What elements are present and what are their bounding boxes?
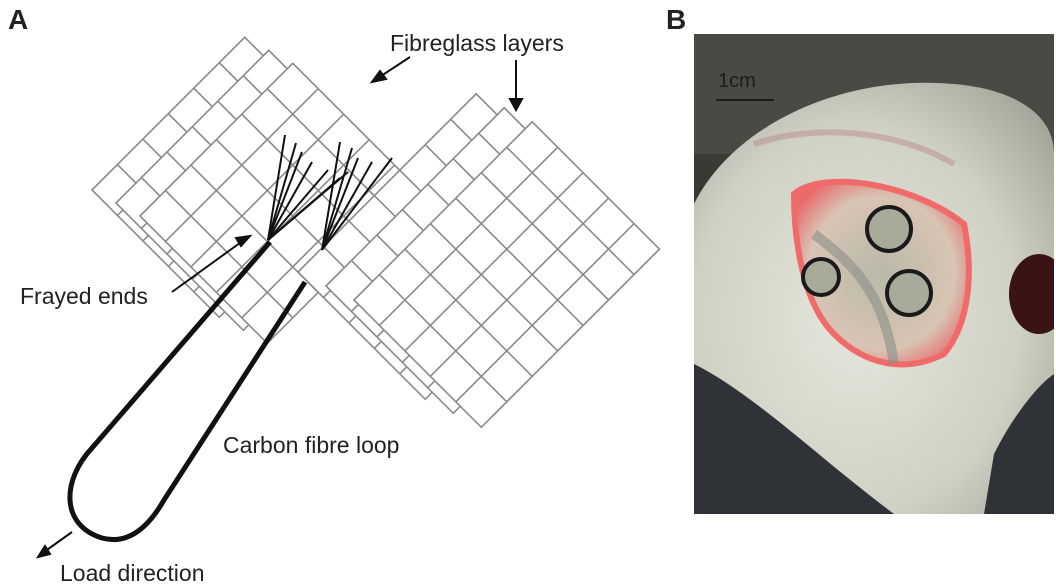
load-direction-arrow-head (38, 546, 50, 557)
screw-marker-top (867, 207, 911, 251)
screw-marker-right (887, 271, 931, 315)
fibreglass-layers-label: Fibreglass layers (390, 30, 564, 57)
load-direction-arrow (44, 532, 72, 552)
fibreglass-layer (354, 122, 659, 427)
load-direction-label: Load direction (60, 560, 205, 587)
scale-bar-label: 1cm (718, 70, 756, 93)
specimen-photo: 1cm (694, 34, 1054, 514)
carbon-fibre-loop-label: Carbon fibre loop (223, 432, 399, 459)
fibreglass-arrow-left-head (372, 71, 386, 82)
screw-marker-left (803, 259, 839, 295)
frayed-ends-label: Frayed ends (20, 283, 148, 310)
fibreglass-arrow-down-head (510, 99, 522, 110)
